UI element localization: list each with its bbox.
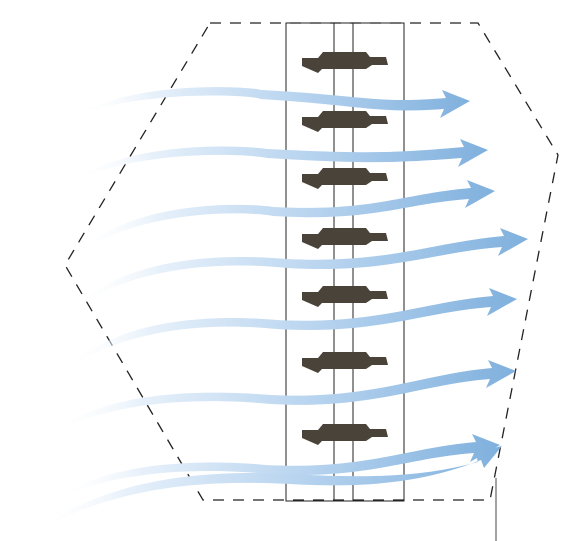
airflow-arrow-6 [50, 360, 516, 435]
airflow-arrow-7 [55, 434, 500, 500]
louver-3 [302, 168, 388, 189]
louver-4 [302, 228, 388, 249]
dashed-boundary-hexagon [64, 22, 559, 501]
louver-group [302, 52, 388, 445]
airflow-arrow-8 [35, 446, 502, 532]
louver-7 [302, 424, 388, 445]
airflow-arrow-1 [75, 87, 470, 118]
airflow-arrow-group [35, 87, 528, 532]
louver-5 [302, 286, 388, 307]
airflow-arrow-2 [70, 139, 488, 183]
louver-2 [302, 111, 388, 132]
airflow-arrow-3 [75, 180, 495, 255]
louver-1 [302, 52, 388, 73]
airflow-arrow-4 [70, 228, 528, 312]
louver-6 [302, 352, 388, 373]
airflow-arrow-5 [60, 288, 517, 375]
